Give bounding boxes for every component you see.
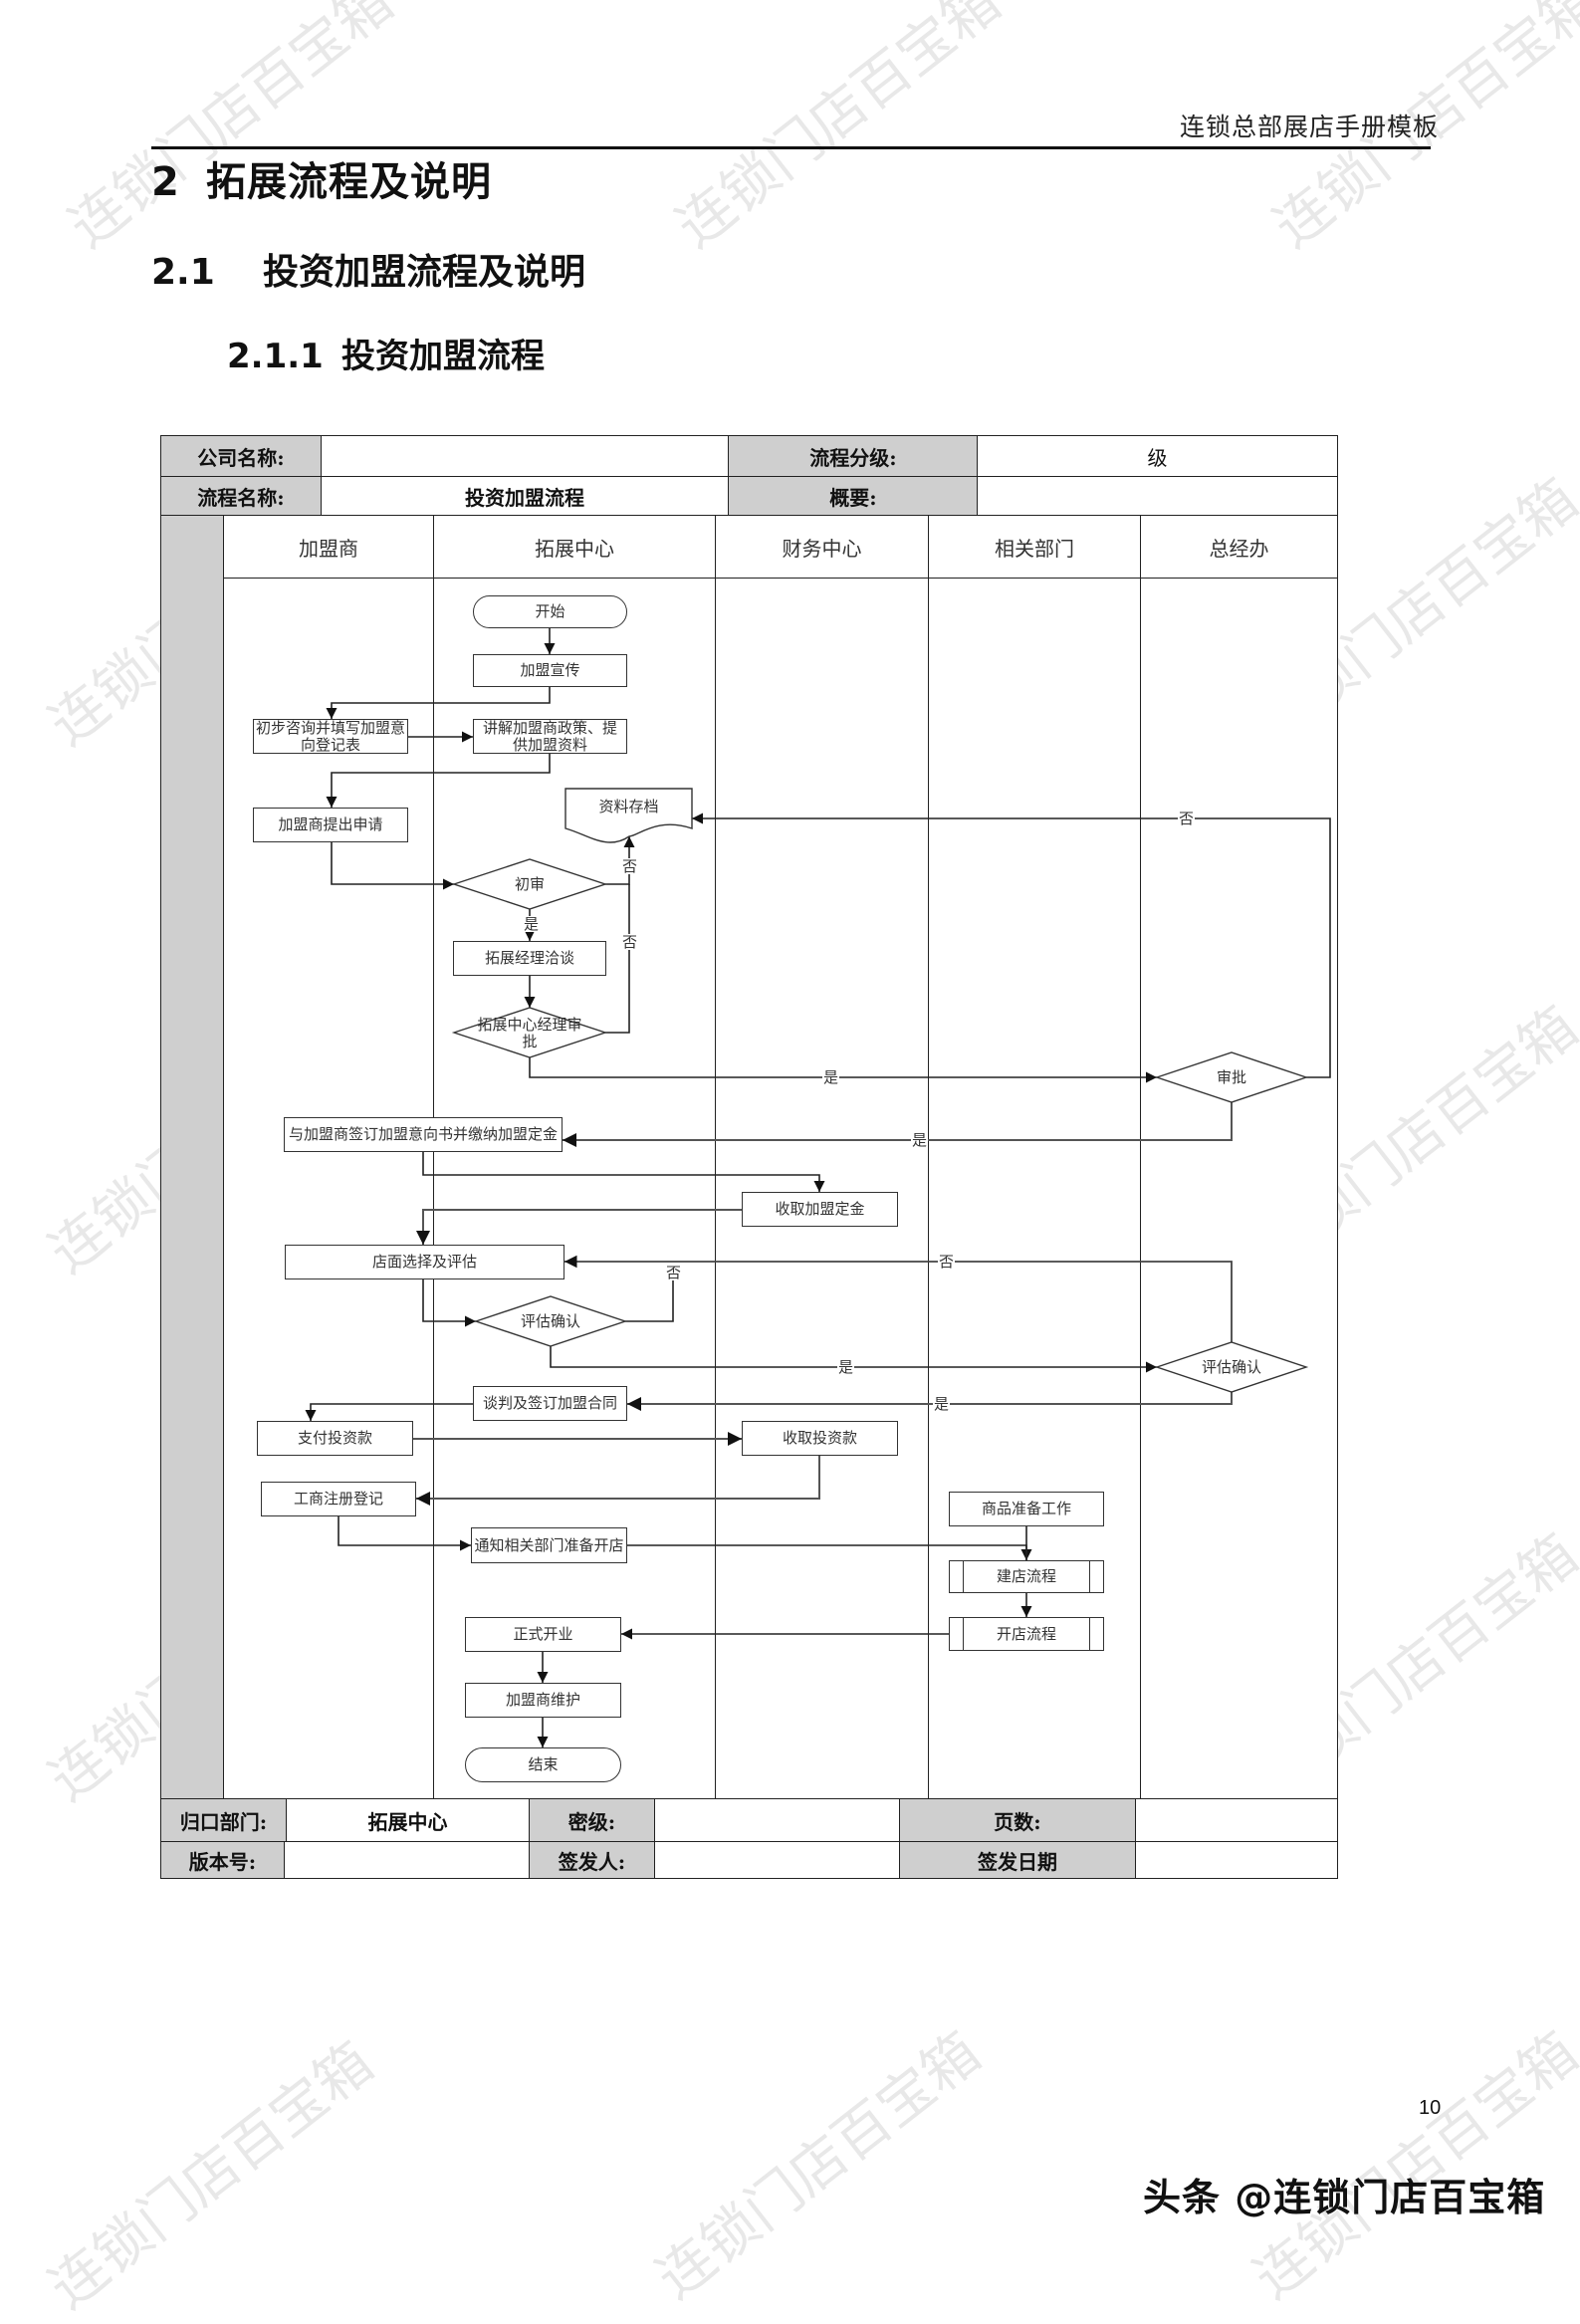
pages-label: 页数: (899, 1798, 1136, 1842)
process-name-value: 投资加盟流程 (321, 476, 729, 516)
node-manager-talk: 拓展经理洽谈 (453, 941, 606, 976)
diamond-center-approval (451, 1007, 608, 1058)
heading-3: 2.1.1 投资加盟流程 (227, 329, 545, 377)
node-collect-deposit: 收取加盟定金 (742, 1192, 898, 1227)
node-collect-investment: 收取投资款 (742, 1421, 898, 1456)
grade-value: 级 (977, 435, 1338, 477)
dept-label: 归口部门: (160, 1798, 287, 1842)
heading-2-text: 投资加盟流程及说明 (263, 252, 586, 293)
process-name-label: 流程名称: (160, 476, 322, 516)
lane-header-franchisee: 加盟商 (223, 515, 434, 579)
edge-label-yes: 是 (523, 915, 541, 933)
node-pay-investment: 支付投资款 (257, 1421, 413, 1456)
pages-value (1135, 1798, 1338, 1842)
diamond-gm-approval (1154, 1051, 1309, 1103)
node-sign-contract: 谈判及签订加盟合同 (473, 1386, 627, 1421)
node-goods-prep: 商品准备工作 (949, 1492, 1104, 1526)
version-value (284, 1841, 530, 1879)
swimlane-side-bar (160, 515, 224, 1799)
edge-label-yes: 是 (911, 1131, 929, 1149)
edge-label-no: 否 (1178, 810, 1196, 827)
source-credit: 头条 @连锁门店百宝箱 (1143, 2176, 1546, 2219)
diamond-eval-gm (1154, 1341, 1309, 1393)
node-archive: 资料存档 (598, 797, 659, 815)
summary-label: 概要: (728, 476, 979, 516)
secrecy-value (654, 1798, 900, 1842)
diamond-eval-expansion (473, 1295, 628, 1347)
node-site-selection: 店面选择及评估 (285, 1245, 564, 1279)
secrecy-label: 密级: (529, 1798, 655, 1842)
version-label: 版本号: (160, 1841, 285, 1879)
edge-label-yes: 是 (933, 1395, 951, 1413)
node-open-store-process: 开店流程 (949, 1617, 1104, 1651)
page-number: 10 (1419, 2097, 1442, 2119)
heading-1-text: 拓展流程及说明 (206, 159, 492, 205)
issue-date-value (1135, 1841, 1338, 1879)
lane-related-depts (928, 578, 1141, 1799)
company-label: 公司名称: (160, 435, 322, 477)
node-start: 开始 (473, 595, 627, 628)
node-grand-opening: 正式开业 (465, 1617, 621, 1652)
node-franchisee-maintenance: 加盟商维护 (465, 1683, 621, 1718)
node-sign-intent: 与加盟商签订加盟意向书并缴纳加盟定金 (284, 1117, 563, 1152)
edge-label-no: 否 (621, 933, 639, 951)
company-value (321, 435, 729, 477)
issue-date-label: 签发日期 (899, 1841, 1136, 1879)
lane-header-expansion: 拓展中心 (433, 515, 716, 579)
lane-franchisee (223, 578, 434, 1799)
heading-1-number: 2 (151, 159, 180, 205)
dept-value: 拓展中心 (286, 1798, 530, 1842)
lane-gm-office (1140, 578, 1338, 1799)
edge-label-yes: 是 (837, 1358, 855, 1376)
heading-1: 2 拓展流程及说明 (151, 149, 492, 207)
lane-header-related-depts: 相关部门 (928, 515, 1141, 579)
node-eval-confirm-expansion: 评估确认 (520, 1311, 580, 1330)
edge-label-no: 否 (938, 1253, 956, 1271)
diamond-initial-review (451, 858, 608, 910)
node-build-store: 建店流程 (949, 1560, 1104, 1593)
node-explain-policy: 讲解加盟商政策、提供加盟资料 (473, 719, 627, 754)
node-consult: 初步咨询并填写加盟意向登记表 (253, 719, 408, 754)
edge-label-yes: 是 (822, 1068, 840, 1086)
running-header: 连锁总部展店手册模板 (1180, 113, 1440, 141)
heading-3-text: 投资加盟流程 (341, 337, 545, 376)
heading-2-number: 2.1 (151, 252, 215, 293)
node-end: 结束 (465, 1747, 621, 1782)
node-notify-departments: 通知相关部门准备开店 (471, 1527, 627, 1563)
node-promotion: 加盟宣传 (473, 654, 627, 687)
document-archive-shape (564, 788, 693, 843)
issuer-value (654, 1841, 900, 1879)
header-rule (151, 146, 1431, 149)
lane-header-gm-office: 总经办 (1140, 515, 1338, 579)
node-apply: 加盟商提出申请 (253, 808, 408, 842)
edge-label-no: 否 (665, 1264, 683, 1281)
node-center-approval: 拓展中心经理审批 (477, 1016, 582, 1050)
issuer-label: 签发人: (529, 1841, 655, 1879)
heading-3-number: 2.1.1 (227, 337, 324, 376)
node-business-registration: 工商注册登记 (261, 1482, 416, 1516)
summary-value (977, 476, 1338, 516)
node-eval-confirm-gm: 评估确认 (1201, 1357, 1261, 1376)
node-initial-review: 初审 (514, 874, 545, 893)
heading-2: 2.1 投资加盟流程及说明 (151, 243, 585, 295)
node-gm-approval: 审批 (1216, 1067, 1246, 1086)
edge-label-no: 否 (621, 857, 639, 875)
flow-connectors (305, 628, 1331, 1747)
lane-expansion (433, 578, 716, 1799)
